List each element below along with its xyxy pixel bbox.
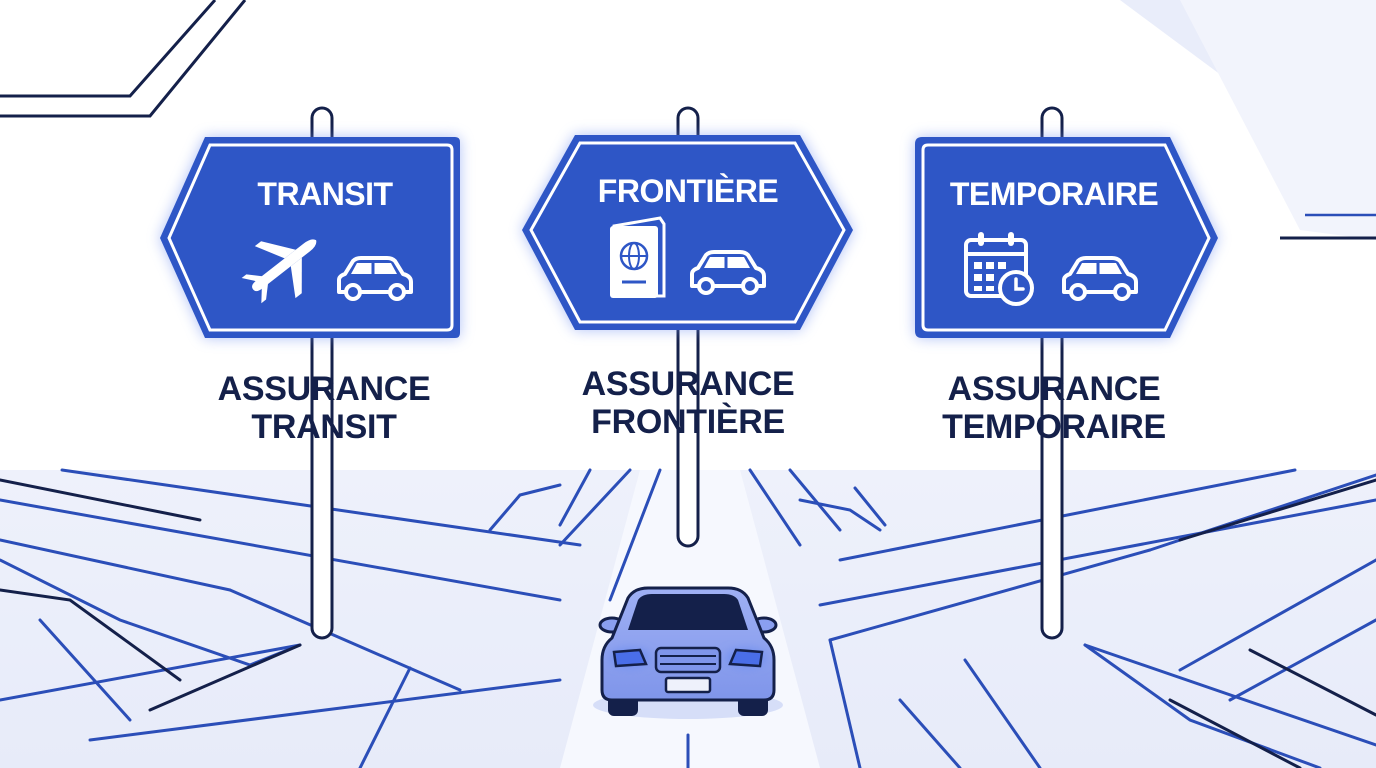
sign-title-temporaire: TEMPORAIRE xyxy=(949,176,1159,212)
sign-board-transit xyxy=(160,137,460,338)
sign-title-transit: TRANSIT xyxy=(257,176,393,212)
car-icon xyxy=(1062,256,1138,301)
caption-line-2: TRANSIT xyxy=(251,408,397,446)
sign-board-frontiere xyxy=(522,135,853,330)
caption-line-1: ASSURANCE xyxy=(581,365,795,403)
car-front-icon xyxy=(593,586,783,719)
sign-title-frontiere: FRONTIÈRE xyxy=(597,173,779,209)
caption-assurance-frontiere: ASSURANCE FRONTIÈRE xyxy=(534,365,842,441)
caption-line-2: FRONTIÈRE xyxy=(591,403,785,441)
caption-line-2: TEMPORAIRE xyxy=(942,408,1166,446)
caption-assurance-transit: ASSURANCE TRANSIT xyxy=(172,370,476,446)
caption-assurance-temporaire: ASSURANCE TEMPORAIRE xyxy=(900,370,1208,446)
car-icon xyxy=(337,256,413,301)
car-icon xyxy=(690,250,766,295)
caption-line-1: ASSURANCE xyxy=(947,370,1161,408)
calendar-clock-icon xyxy=(964,232,1034,306)
airplane-icon xyxy=(241,239,317,304)
sign-board-temporaire xyxy=(915,137,1218,338)
background-decoration xyxy=(0,0,1376,240)
caption-line-1: ASSURANCE xyxy=(217,370,431,408)
passport-icon xyxy=(610,216,666,298)
